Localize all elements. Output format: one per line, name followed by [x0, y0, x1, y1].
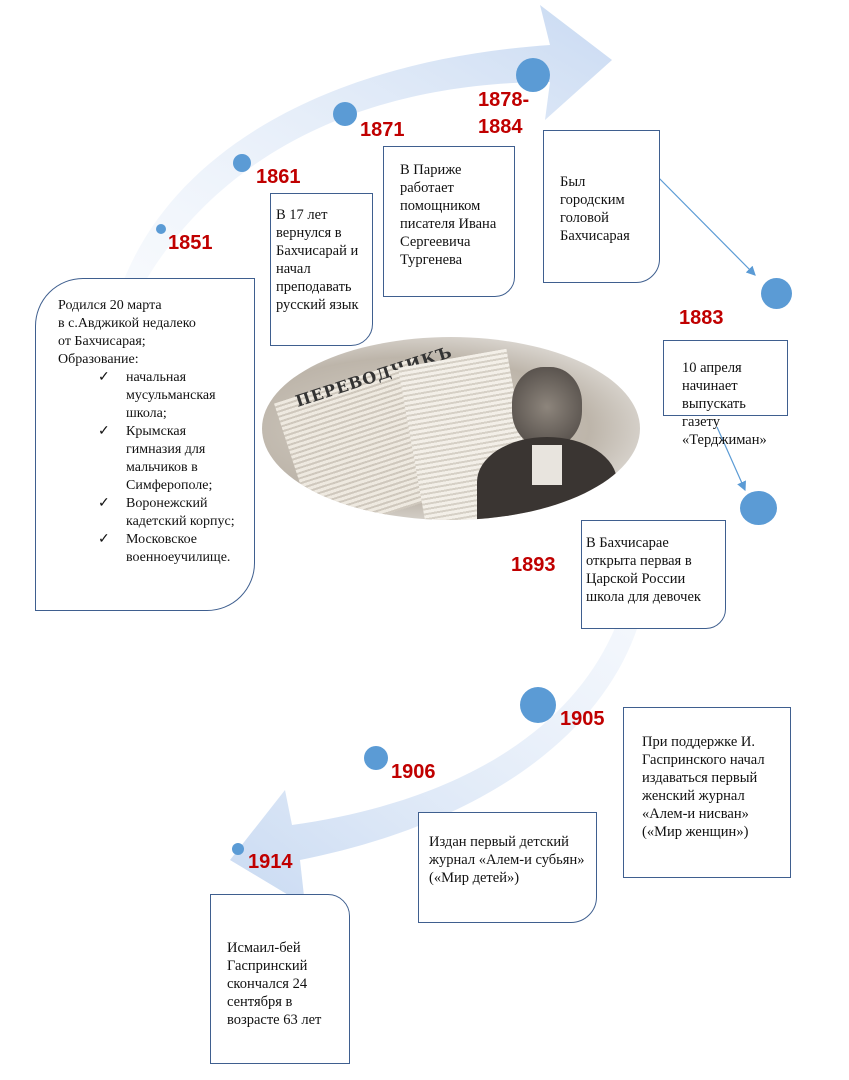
education-item: ✓начальная мусульманская школа;: [98, 370, 216, 421]
portrait-newspaper-photo: ПЕРЕВОДЧИКЪ: [262, 337, 640, 520]
education-item: ✓Воронежский кадетский корпус;: [98, 496, 235, 529]
event-box-1893: В Бахчисарае открыта первая в Царской Ро…: [581, 520, 726, 629]
event-box-1851: Родился 20 марта в с.Авджикой недалеко о…: [35, 278, 255, 611]
year-1878: 1878-: [478, 89, 530, 111]
education-list: ✓начальная мусульманская школа; ✓Крымска…: [58, 369, 244, 567]
lower-swoosh-arrow: [230, 600, 645, 905]
checkmark-icon: ✓: [98, 532, 110, 547]
event-box-1871: В Париже работает помощником писателя Ив…: [383, 146, 515, 297]
year-1871: 1871: [360, 119, 405, 141]
timeline-dot-1861: [233, 154, 251, 172]
connector-arrow-1883: [647, 166, 756, 276]
year-1906: 1906: [391, 761, 436, 783]
year-1851: 1851: [168, 232, 213, 254]
year-1905: 1905: [560, 708, 605, 730]
event-box-1905: При поддержке И. Гаспринского начал изда…: [623, 707, 791, 878]
event-box-1914: Исмаил-бей Гаспринский скончался 24 сент…: [210, 894, 350, 1064]
checkmark-icon: ✓: [98, 370, 110, 385]
checkmark-icon: ✓: [98, 496, 110, 511]
timeline-dot-1914: [232, 843, 244, 855]
connector-arrow-1893: [716, 426, 746, 492]
education-item: ✓Крымская гимназия для мальчиков в Симфе…: [98, 424, 213, 493]
timeline-dot-1893: [740, 491, 777, 525]
timeline-dot-1878: [516, 58, 550, 92]
education-item: ✓Московское военноеучилище.: [98, 532, 231, 565]
event-box-1861: В 17 лет вернулся в Бахчисарай и начал п…: [270, 193, 373, 346]
year-1883: 1883: [679, 307, 724, 329]
event-box-1906: Издан первый детский журнал «Алем-и субь…: [418, 812, 597, 923]
year-1893: 1893: [511, 554, 556, 576]
event-box-1883: 10 апреля начинает выпускать газету «Тер…: [663, 340, 788, 448]
year-1914: 1914: [248, 851, 293, 873]
timeline-dot-1905: [520, 687, 556, 723]
timeline-dot-1906: [364, 746, 388, 770]
year-1861: 1861: [256, 166, 301, 188]
checkmark-icon: ✓: [98, 424, 110, 439]
timeline-dot-1883: [761, 278, 792, 309]
year-1884: 1884: [478, 116, 523, 138]
upper-swoosh-arrow: [120, 5, 612, 290]
timeline-dot-1851: [156, 224, 166, 234]
timeline-dot-1871: [333, 102, 357, 126]
event-box-1878: Был городским головой Бахчисарая: [543, 130, 660, 283]
